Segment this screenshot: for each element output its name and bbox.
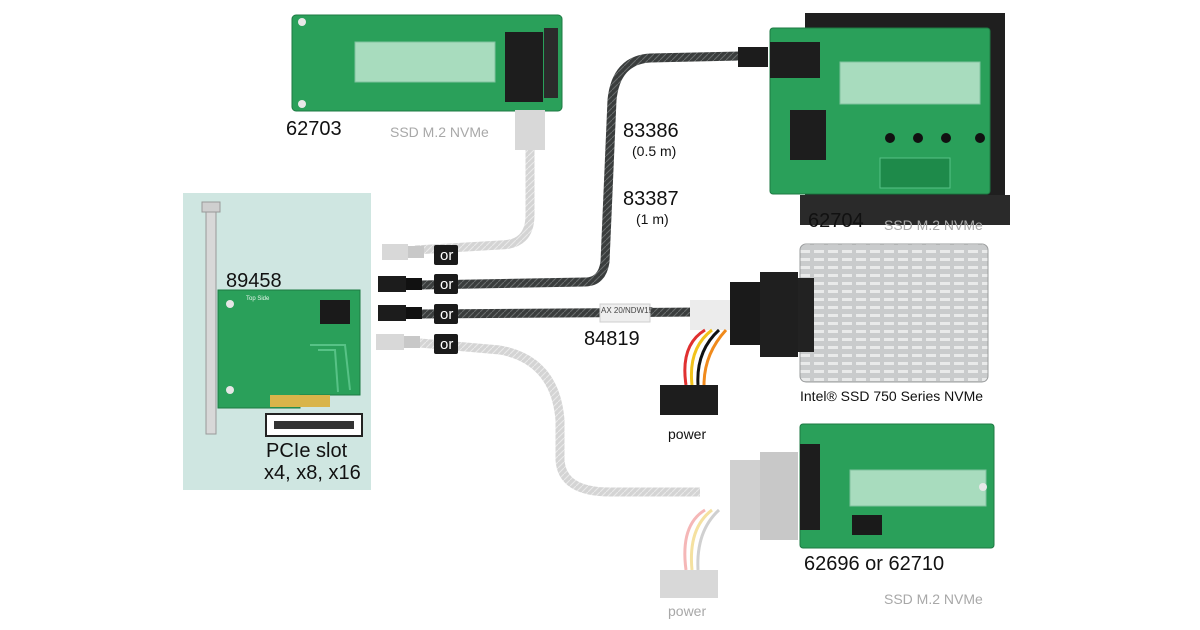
cable-84819 (378, 272, 798, 415)
label-62703: 62703 (286, 118, 342, 140)
or-badge-2 (434, 274, 458, 294)
pcie-bracket (201, 201, 221, 435)
intel-ssd-750 (792, 243, 989, 383)
label-83386-length: (0.5 m) (632, 143, 677, 159)
label-83387: 83387 (623, 188, 679, 210)
label-pcie-slot: PCIe slot (266, 440, 348, 462)
cable-faded-top (382, 110, 545, 260)
label-ssd-m2-right: SSD M.2 NVMe (884, 217, 983, 233)
adapter-62703 (291, 14, 563, 112)
label-84819: 84819 (584, 328, 640, 350)
or-label-2: or (440, 276, 454, 293)
label-power: power (668, 426, 707, 442)
or-label-3: or (440, 306, 454, 323)
cable-print: AX 20/NDW15 (601, 306, 654, 315)
label-62696-62710: 62696 or 62710 (804, 553, 945, 575)
label-power-faded: power (668, 603, 707, 619)
label-intel-ssd: Intel® SSD 750 Series NVMe (800, 388, 984, 404)
label-89458: 89458 (226, 270, 282, 292)
enclosure-62704 (769, 13, 1010, 225)
or-badge-4 (434, 334, 458, 354)
or-badge-1 (434, 245, 458, 265)
label-62704: 62704 (808, 210, 864, 232)
or-label-4: or (440, 336, 454, 353)
label-pcie-lanes: x4, x8, x16 (264, 462, 361, 484)
pcb-top-side: Top Side (246, 296, 270, 302)
label-83386: 83386 (623, 120, 679, 142)
label-ssd-m2-top: SSD M.2 NVMe (390, 124, 489, 140)
label-ssd-m2-bottom: SSD M.2 NVMe (884, 591, 983, 607)
cable-83386-83387 (378, 47, 768, 292)
label-83387-length: (1 m) (636, 211, 669, 227)
or-badge-3 (434, 304, 458, 324)
pcie-slot-icon (265, 413, 363, 437)
or-label-1: or (440, 247, 454, 264)
pcie-card-89458 (217, 289, 361, 409)
adapter-62696 (799, 423, 995, 549)
cable-faded-bottom (376, 334, 798, 598)
